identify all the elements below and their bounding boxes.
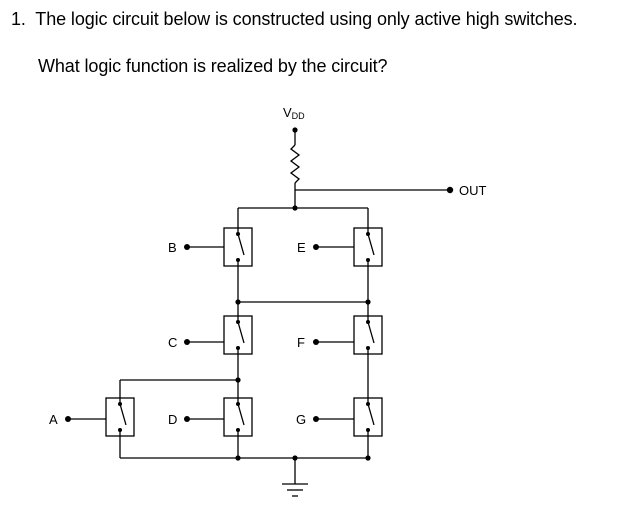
input-terminal-B [184, 244, 190, 250]
supply-label: VDD [283, 105, 305, 121]
supply-subscript: DD [292, 111, 305, 121]
question-prompt: What logic function is realized by the c… [38, 56, 388, 76]
input-terminal-A [65, 416, 71, 422]
switches [105, 227, 383, 437]
input-label-F: F [297, 335, 305, 350]
output-terminal [446, 186, 454, 194]
input-label-C: C [168, 335, 177, 350]
input-lines [68, 246, 354, 420]
input-label-E: E [297, 240, 306, 255]
input-label-B: B [168, 240, 177, 255]
question-number: 1. [11, 9, 26, 29]
question-body: The logic circuit below is constructed u… [35, 9, 578, 29]
pull-up-resistor [289, 144, 301, 184]
junction-dots [65, 127, 454, 461]
input-terminal-E [313, 244, 319, 250]
input-terminal-F [313, 339, 319, 345]
input-label-G: G [296, 412, 306, 427]
input-terminal-G [313, 416, 319, 422]
ground-icon [282, 483, 308, 497]
input-label-D: D [168, 412, 177, 427]
input-terminal-C [184, 339, 190, 345]
input-label-A: A [49, 412, 58, 427]
output-label: OUT [459, 183, 487, 198]
question-text: 1. The logic circuit below is constructe… [11, 9, 578, 30]
input-terminal-D [184, 416, 190, 422]
circuit-wires [119, 130, 450, 484]
